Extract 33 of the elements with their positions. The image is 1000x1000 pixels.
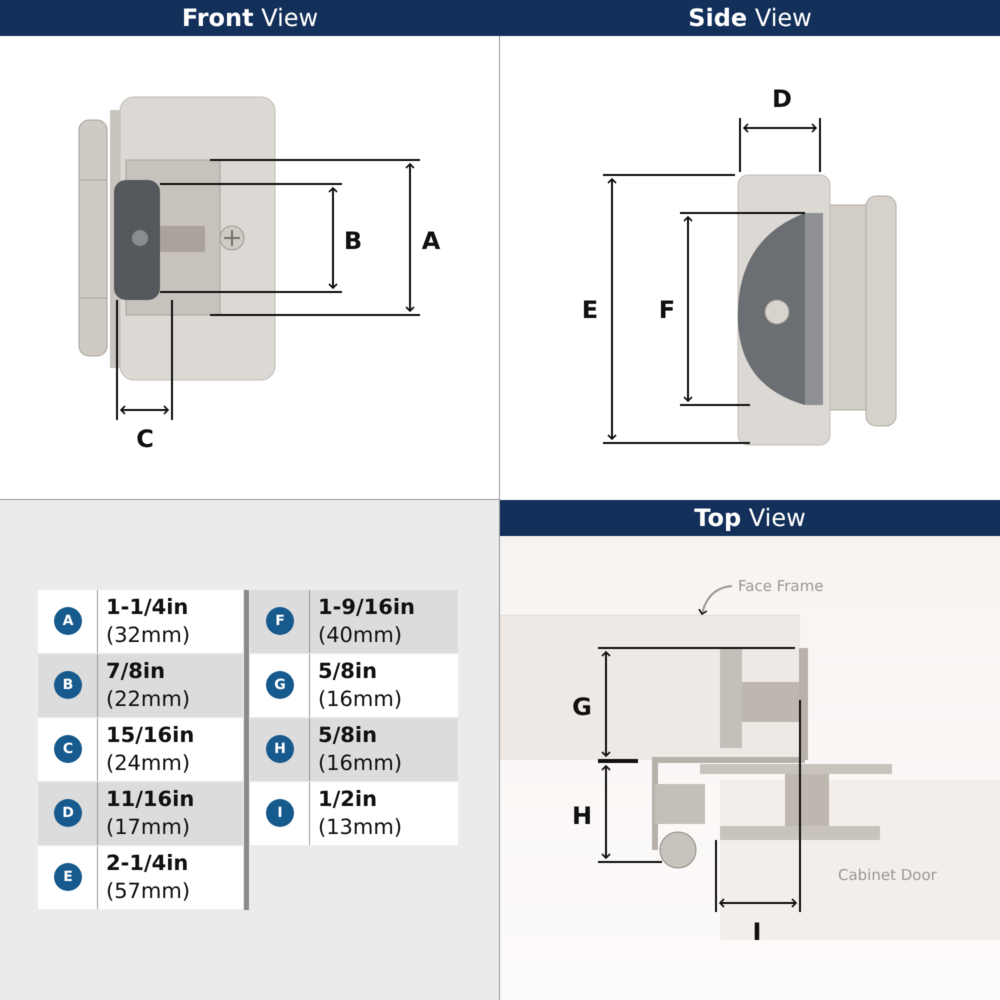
- callout-letter: E: [54, 863, 82, 891]
- dimension-letter: A: [420, 227, 442, 255]
- dimension-letter: B: [342, 227, 364, 255]
- callout-letter: C: [54, 735, 82, 763]
- callout-letter: I: [266, 799, 294, 827]
- callout-letter: G: [266, 671, 294, 699]
- callout-letter: B: [54, 671, 82, 699]
- part-label: Cabinet Door: [838, 866, 937, 884]
- leader-line: [698, 585, 732, 615]
- dimension-value: 7/8in (22mm): [106, 658, 192, 713]
- callout-text: Face Frame: [738, 577, 824, 595]
- view-heading: Side View: [500, 0, 1000, 36]
- dimension-value: 11/16in (17mm): [106, 786, 196, 841]
- dimension-value: 5/8in (16mm): [318, 722, 404, 777]
- dimension-letter: D: [771, 85, 793, 113]
- dimension-letter: C: [135, 425, 155, 453]
- dimension-value: 5/8in (16mm): [318, 658, 404, 713]
- dimension-letter: G: [571, 693, 593, 721]
- callout-letter: D: [54, 799, 82, 827]
- callout-letter: F: [266, 607, 294, 635]
- dimension-letter: E: [580, 296, 600, 324]
- view-heading: Front View: [0, 0, 500, 36]
- dimension-letter: F: [658, 296, 676, 324]
- dimension-value: 1-1/4in (32mm): [106, 594, 192, 649]
- dimension-value: 2-1/4in (57mm): [106, 850, 192, 905]
- dimension-letter: H: [570, 802, 594, 830]
- callout-letter: H: [266, 735, 294, 763]
- callout-letter: A: [54, 607, 82, 635]
- dimension-value: 1-9/16in (40mm): [318, 594, 416, 649]
- dimension-letter: I: [752, 918, 762, 946]
- dimension-value: 15/16in (24mm): [106, 722, 196, 777]
- dimension-value: 1/2in (13mm): [318, 786, 404, 841]
- view-heading: Top View: [500, 500, 1000, 536]
